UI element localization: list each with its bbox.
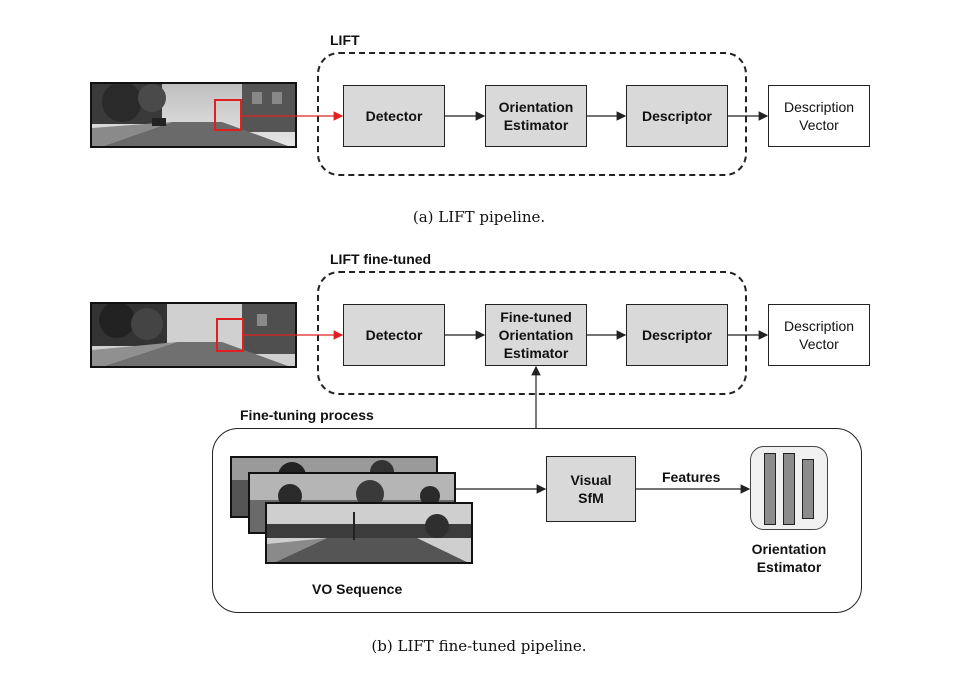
caption-b: (b) LIFT fine-tuned pipeline.	[371, 637, 587, 655]
description-vector-box-a: Description Vector	[768, 85, 870, 147]
fine-tuning-process-panel	[212, 428, 862, 613]
keypoint-highlight-a	[214, 99, 242, 131]
descriptor-label-b: Descriptor	[641, 327, 713, 343]
orientation-estimator-block-a: Orientation Estimator	[485, 85, 587, 147]
network-layer-bar	[802, 459, 814, 519]
detector-label-b: Detector	[365, 327, 423, 343]
keypoint-highlight-b	[216, 318, 244, 352]
descriptor-block-b: Descriptor	[626, 304, 728, 366]
description-vector-box-b: Description Vector	[768, 304, 870, 366]
network-layer-bar	[764, 453, 776, 525]
orientation-estimator-caption: Orientation Estimator	[751, 541, 827, 575]
detector-block-a: Detector	[343, 85, 445, 147]
vo-sequence-label: VO Sequence	[312, 581, 403, 597]
visual-sfm-block: Visual SfM	[546, 456, 636, 522]
fine-tuned-orientation-estimator-label: Fine-tuned Orientation Estimator	[498, 309, 574, 361]
descriptor-block-a: Descriptor	[626, 85, 728, 147]
visual-sfm-label: Visual SfM	[570, 472, 612, 506]
lift-fine-tuned-group-label: LIFT fine-tuned	[330, 251, 432, 267]
fine-tuning-process-label: Fine-tuning process	[240, 407, 374, 423]
orientation-estimator-label-a: Orientation Estimator	[498, 99, 574, 133]
detector-label-a: Detector	[365, 108, 423, 124]
description-vector-label-a: Description Vector	[783, 99, 855, 133]
vo-frame-3	[265, 502, 473, 564]
detector-block-b: Detector	[343, 304, 445, 366]
lift-fine-tuned-group-box	[317, 271, 747, 395]
lift-group-label: LIFT	[330, 32, 360, 48]
orientation-estimator-network-icon	[750, 446, 828, 530]
street-image-a	[90, 82, 297, 148]
features-label: Features	[662, 469, 721, 485]
fine-tuned-orientation-estimator-block: Fine-tuned Orientation Estimator	[485, 304, 587, 366]
lift-group-box	[317, 52, 747, 176]
description-vector-label-b: Description Vector	[783, 318, 855, 352]
caption-a: (a) LIFT pipeline.	[412, 208, 546, 226]
descriptor-label-a: Descriptor	[641, 108, 713, 124]
network-layer-bar	[783, 453, 795, 525]
